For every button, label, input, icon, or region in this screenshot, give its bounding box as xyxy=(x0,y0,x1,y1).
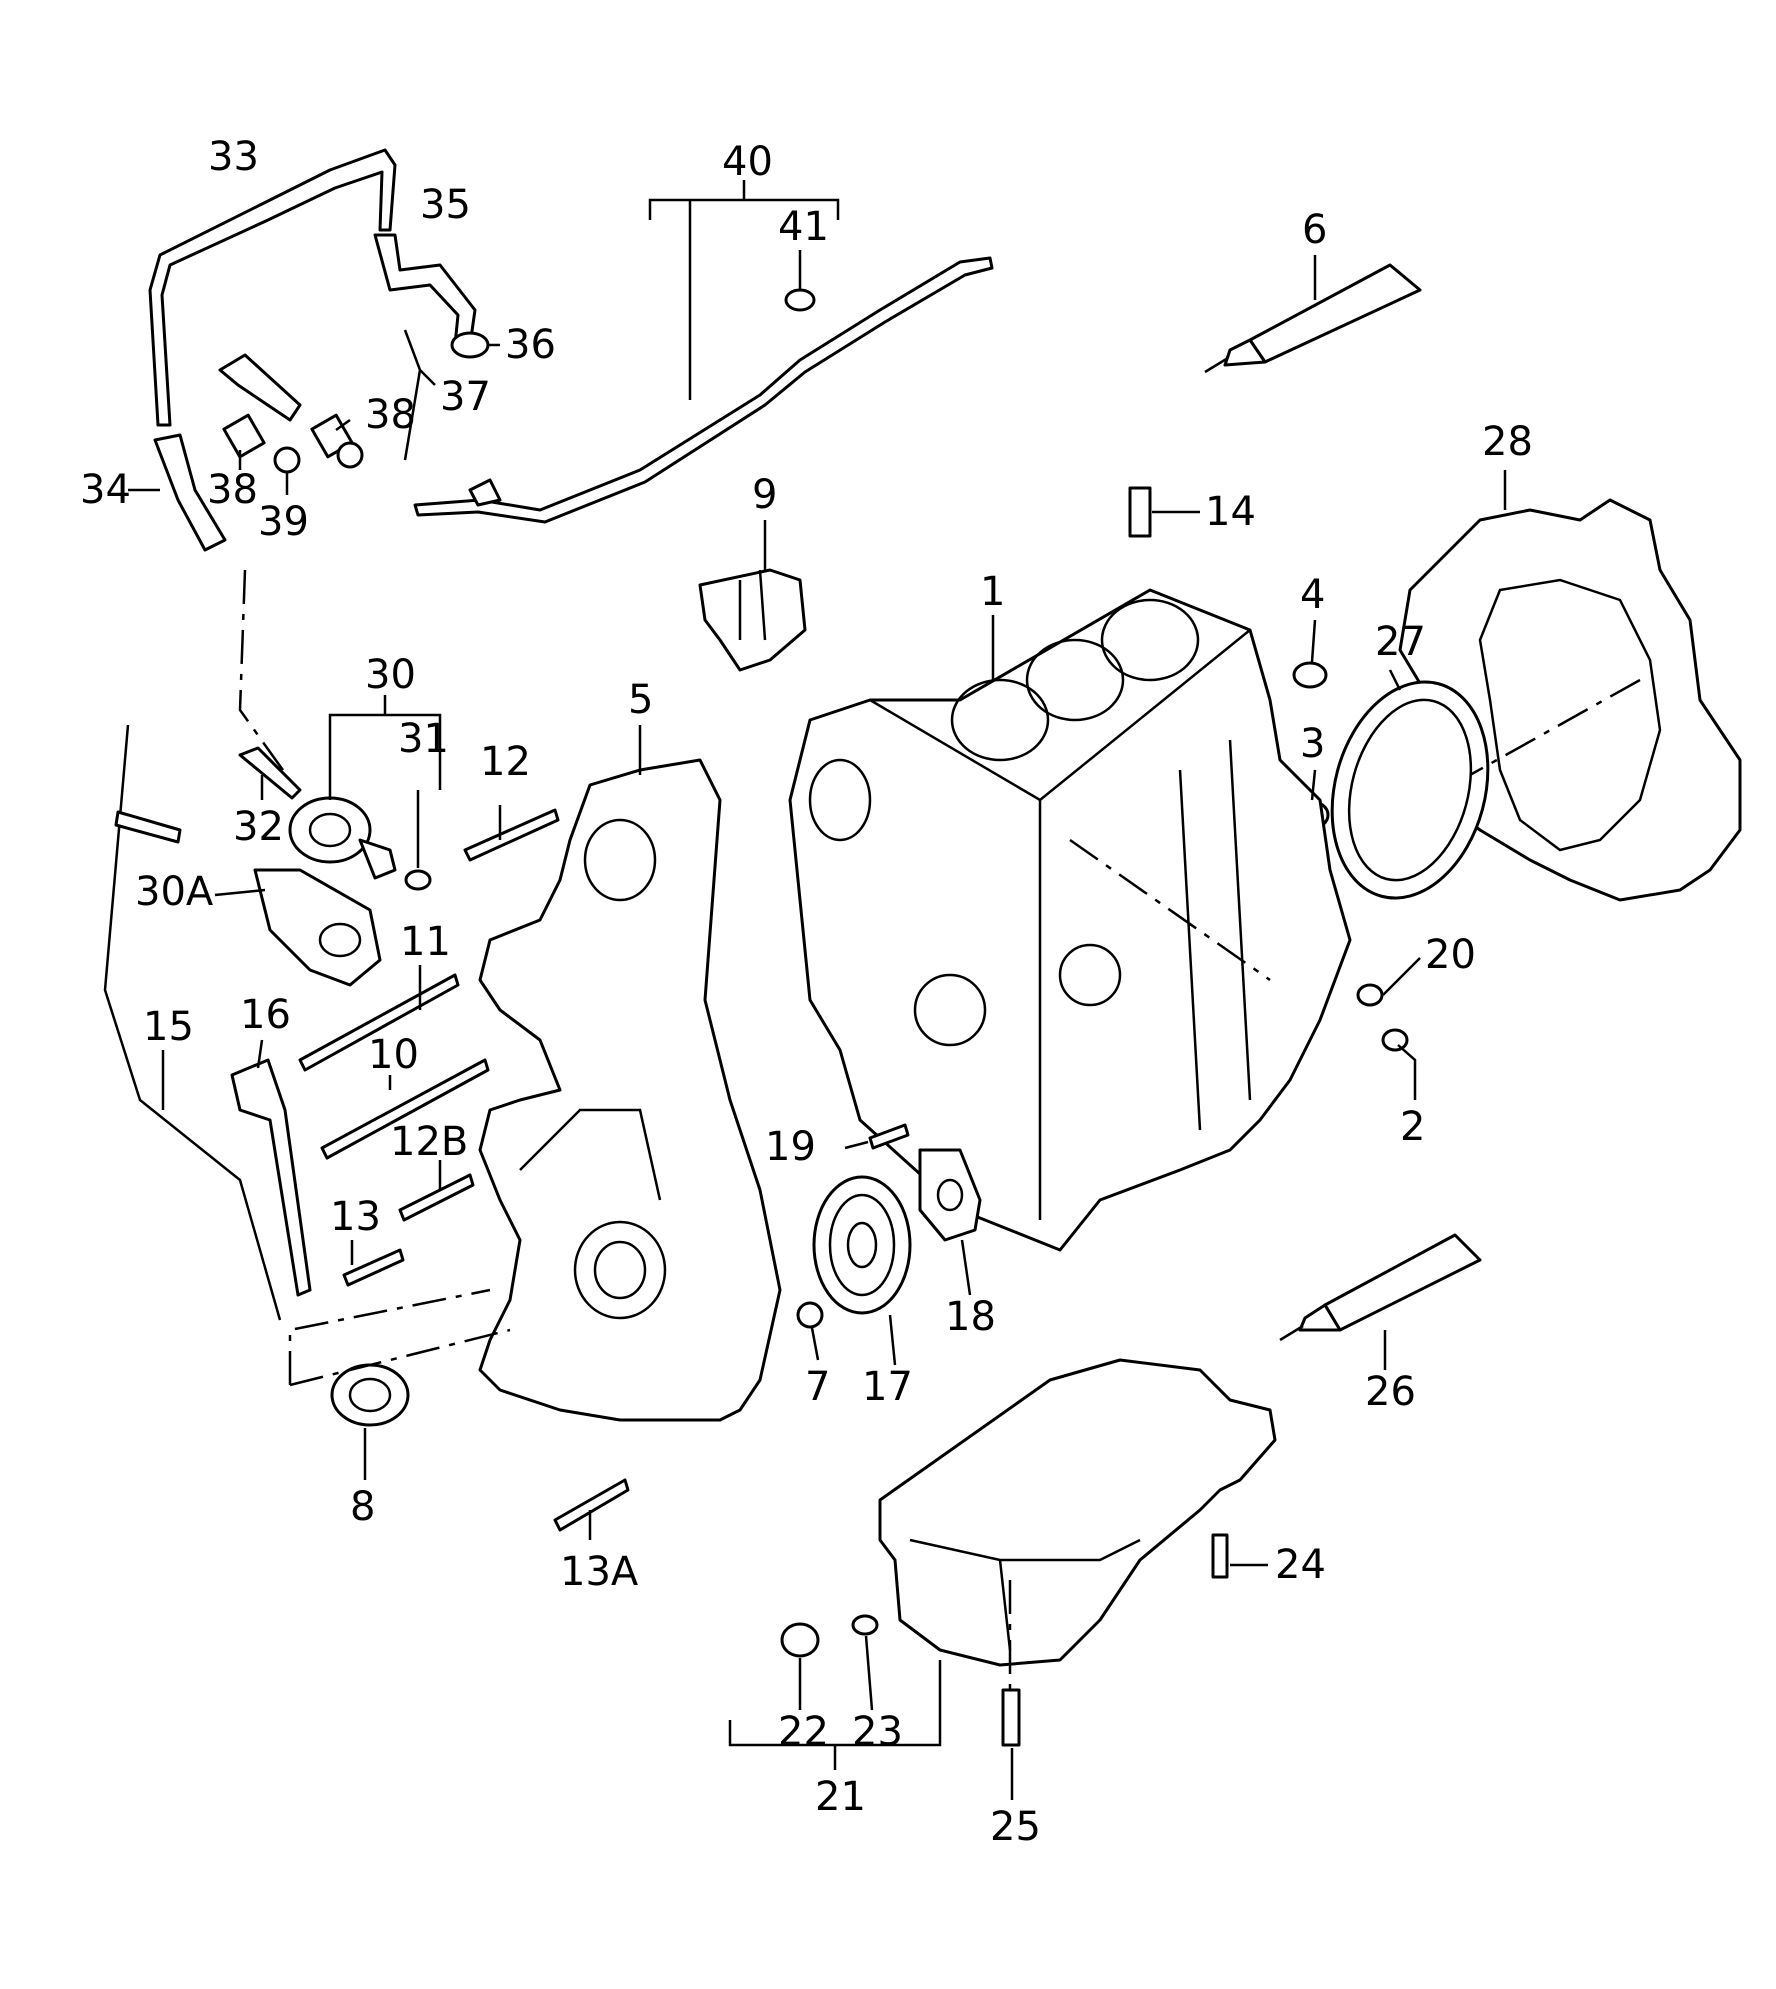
callout-2: 2 xyxy=(1400,1104,1425,1150)
hose-34 xyxy=(153,433,227,552)
callout-22: 22 xyxy=(778,1709,829,1755)
vent-pipe-40 xyxy=(413,256,994,524)
actuator-30A xyxy=(253,868,382,987)
callout-4: 4 xyxy=(1300,572,1325,618)
bolt-24 xyxy=(1211,1533,1229,1579)
callout-24: 24 xyxy=(1275,1542,1326,1588)
rear-seal-27 xyxy=(1330,680,1490,900)
callout-7: 7 xyxy=(805,1364,830,1410)
bolt-32 xyxy=(238,746,302,800)
plug-4 xyxy=(1292,661,1328,689)
callout-13A: 13A xyxy=(560,1549,639,1595)
callout-40: 40 xyxy=(722,139,773,185)
seal-ring-41 xyxy=(784,288,816,312)
callout-38a: 38 xyxy=(365,392,416,438)
dipstick-15 xyxy=(103,724,282,1321)
connector-39 xyxy=(273,441,364,474)
callout-11: 11 xyxy=(400,919,451,965)
callout-32: 32 xyxy=(233,804,284,850)
callout-37: 37 xyxy=(440,374,491,420)
bolt-12 xyxy=(463,808,560,862)
flange-18 xyxy=(918,1148,982,1242)
callout-26: 26 xyxy=(1365,1369,1416,1415)
callout-25: 25 xyxy=(990,1804,1041,1850)
bracket-9 xyxy=(698,568,807,672)
plug-20 xyxy=(1356,983,1384,1007)
callout-6: 6 xyxy=(1302,207,1327,253)
clamp-36 xyxy=(450,331,490,359)
assembly-lines xyxy=(238,569,1641,1690)
vacuum-pump-30 xyxy=(288,796,397,880)
front-seal-8 xyxy=(330,1363,410,1427)
callout-1: 1 xyxy=(980,569,1005,615)
callout-36: 36 xyxy=(505,322,556,368)
callout-27: 27 xyxy=(1375,619,1426,665)
callout-21: 21 xyxy=(815,1774,866,1820)
callout-8: 8 xyxy=(350,1484,375,1530)
callout-31: 31 xyxy=(398,716,449,762)
seal-31 xyxy=(404,869,432,891)
callout-39: 39 xyxy=(258,499,309,545)
callout-30: 30 xyxy=(365,652,416,698)
drain-plug-22 xyxy=(780,1622,820,1658)
hose-assembly-37 xyxy=(218,353,354,459)
breather-hose-33 xyxy=(148,148,397,427)
bolt-11 xyxy=(298,973,460,1072)
bolt-12B xyxy=(398,1173,475,1222)
seal-ring-23 xyxy=(851,1614,879,1636)
callout-19: 19 xyxy=(765,1124,816,1170)
callout-labels: 1 2 3 4 5 6 7 8 9 10 11 12 12B 13 13A 14… xyxy=(80,134,1533,1850)
callout-12B: 12B xyxy=(390,1119,468,1165)
callout-13: 13 xyxy=(330,1194,381,1240)
cylinder-block-1 xyxy=(788,588,1352,1252)
sealant-tube-6 xyxy=(1204,263,1422,374)
callout-20: 20 xyxy=(1425,932,1476,978)
callout-33: 33 xyxy=(208,134,259,180)
callout-35: 35 xyxy=(420,182,471,228)
bolt-19 xyxy=(868,1123,910,1150)
plug-2 xyxy=(1381,1028,1409,1052)
timing-cover-5 xyxy=(478,758,782,1422)
bolt-10 xyxy=(320,1058,490,1160)
oil-pan-21 xyxy=(878,1358,1277,1667)
callout-41: 41 xyxy=(778,204,829,250)
stud-25 xyxy=(1001,1688,1021,1747)
callout-5: 5 xyxy=(628,677,653,723)
callout-9: 9 xyxy=(752,472,777,518)
sprocket-17 xyxy=(812,1175,912,1315)
callout-23: 23 xyxy=(852,1709,903,1755)
callout-30A: 30A xyxy=(135,869,214,915)
callout-15: 15 xyxy=(143,1004,194,1050)
callout-14: 14 xyxy=(1205,489,1256,535)
callout-16: 16 xyxy=(240,992,291,1038)
hose-35 xyxy=(373,233,477,347)
bolt-13A xyxy=(553,1478,630,1532)
callout-17: 17 xyxy=(862,1364,913,1410)
callout-34: 34 xyxy=(80,467,131,513)
leader-lines xyxy=(128,180,1507,1800)
callout-28: 28 xyxy=(1482,419,1533,465)
callout-12: 12 xyxy=(480,739,531,785)
callout-10: 10 xyxy=(368,1032,419,1078)
sealant-tube-26 xyxy=(1279,1233,1482,1342)
callout-18: 18 xyxy=(945,1294,996,1340)
dowel-pin-14 xyxy=(1128,486,1152,538)
callout-3: 3 xyxy=(1300,721,1325,767)
callout-38b: 38 xyxy=(207,467,258,513)
plug-7 xyxy=(796,1301,824,1329)
bolt-13 xyxy=(342,1248,405,1287)
dipstick-tube-16 xyxy=(230,1058,312,1297)
